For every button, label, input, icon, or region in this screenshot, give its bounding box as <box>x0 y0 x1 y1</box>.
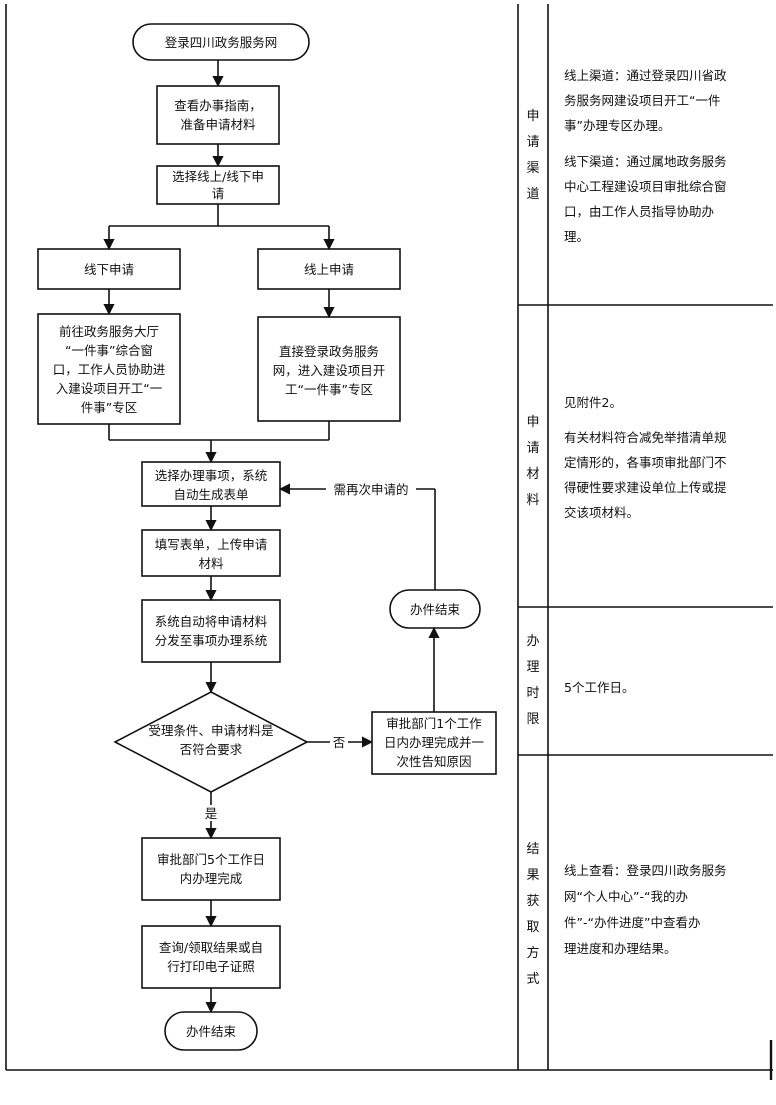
section-text-line: 口，由工作人员指导协助办 <box>564 204 714 219</box>
section-text-line: 线下渠道：通过属地政务服务 <box>564 154 727 169</box>
section-result-method: 结 果 获 取 方 式 线上查看：登录四川政务服务 网“个人中心”-“我的办 件… <box>526 842 726 987</box>
approve-line: 内办理完成 <box>180 871 243 886</box>
section-title-char: 申 <box>526 415 539 430</box>
fill-form-line: 填写表单，上传申请 <box>155 537 268 552</box>
section-text-line: 事”办理专区办理。 <box>564 118 670 133</box>
section-title-char: 式 <box>526 972 539 987</box>
guide-line-1: 查看办事指南， <box>174 98 262 113</box>
choose-line-1: 选择线上/线下申 <box>172 169 264 184</box>
reapply-label-bg <box>326 481 416 497</box>
section-materials: 申 请 材 料 见附件2。 有关材料符合减免举措清单规 定情形的，各事项审批部门… <box>526 395 727 520</box>
choose-line-2: 请 <box>212 186 225 201</box>
approve-line: 审批部门5个工作日 <box>157 852 265 867</box>
choose-channel-box: 选择线上/线下申 请 <box>156 165 280 205</box>
section-text-line: 中心工程建设项目审批综合窗 <box>564 179 727 194</box>
guide-box: 查看办事指南， 准备申请材料 <box>156 85 280 145</box>
section-text-line: 理进度和办理结果。 <box>564 941 677 956</box>
online-desc-line: 工“一件事”专区 <box>285 382 373 397</box>
query-line: 查询/领取结果或自 <box>159 940 263 955</box>
offline-desc-line: 件事”专区 <box>81 400 137 415</box>
query-box: 查询/领取结果或自 行打印电子证照 <box>141 925 281 989</box>
section-title-char: 道 <box>526 187 539 202</box>
section-title-char: 获 <box>526 894 539 909</box>
reject-line: 次性告知原因 <box>396 754 471 769</box>
yes-label: 是 <box>205 806 218 821</box>
select-item-line: 选择办理事项，系统 <box>155 468 268 483</box>
section-title-char: 果 <box>526 868 539 883</box>
start-terminal: 登录四川政务服务网 <box>132 23 310 61</box>
reject-line: 日内办理完成并一 <box>384 735 484 750</box>
section-text-line: 网“个人中心”-“我的办 <box>564 889 688 904</box>
section-title-char: 时 <box>526 686 539 701</box>
section-title-char: 办 <box>526 634 539 649</box>
section-apply-channel: 申 请 渠 道 线上渠道：通过登录四川省政 务服务网建设项目开工“一件 事”办理… <box>526 68 727 244</box>
offline-label: 线下申请 <box>84 262 134 277</box>
section-text-line: 见附件2。 <box>564 395 622 410</box>
reject-box: 审批部门1个工作 日内办理完成并一 次性告知原因 <box>371 711 497 775</box>
section-text-line: 有关材料符合减免举措清单规 <box>564 430 727 445</box>
section-title-char: 申 <box>526 109 539 124</box>
guide-line-2: 准备申请材料 <box>180 117 256 132</box>
table-frame <box>5 4 773 1080</box>
online-desc-line: 直接登录政务服务 <box>279 344 379 359</box>
section-text-line: 务服务网建设项目开工“一件 <box>564 93 720 108</box>
offline-desc-line: “一件事”综合窗 <box>65 343 153 358</box>
end-label: 办件结束 <box>186 1024 237 1039</box>
decision-diamond: 受理条件、申请材料是 否符合要求 <box>113 691 309 793</box>
no-label: 否 <box>333 735 346 750</box>
section-text-line: 线上查看：登录四川政务服务 <box>564 863 727 878</box>
offline-desc-line: 入建设项目开工“一 <box>56 381 162 396</box>
approve-box: 审批部门5个工作日 内办理完成 <box>141 837 281 901</box>
decision-line: 受理条件、申请材料是 <box>148 723 274 738</box>
section-title-char: 方 <box>526 945 539 961</box>
yes-label-bg <box>202 805 220 821</box>
fill-form-box: 填写表单，上传申请 材料 <box>141 529 281 577</box>
section-text-line: 得硬性要求建设单位上传或提 <box>564 480 727 495</box>
fill-form-line: 材料 <box>198 556 224 571</box>
end-reject-label: 办件结束 <box>410 602 461 617</box>
section-text-line: 理。 <box>564 229 589 244</box>
online-desc-line: 网，进入建设项目开 <box>273 363 386 378</box>
section-text-line: 线上渠道：通过登录四川省政 <box>564 68 727 83</box>
section-time-limit: 办 理 时 限 5个工作日。 <box>526 634 634 727</box>
distribute-box: 系统自动将申请材料 分发至事项办理系统 <box>141 599 281 663</box>
section-text-line: 5个工作日。 <box>564 680 634 695</box>
distribute-line: 系统自动将申请材料 <box>155 614 268 629</box>
decision-line: 否符合要求 <box>180 742 243 757</box>
reapply-label: 需再次申请的 <box>333 482 408 497</box>
section-title-char: 请 <box>526 441 539 456</box>
end-reject-terminal: 办件结束 <box>389 589 481 629</box>
online-desc-box: 直接登录政务服务 网，进入建设项目开 工“一件事”专区 <box>257 316 401 422</box>
distribute-line: 分发至事项办理系统 <box>155 633 268 648</box>
select-item-box: 选择办理事项，系统 自动生成表单 <box>141 461 281 507</box>
offline-apply-box: 线下申请 <box>37 248 181 290</box>
online-label: 线上申请 <box>304 262 354 277</box>
section-title-char: 材 <box>526 467 539 482</box>
query-line: 行打印电子证照 <box>167 959 255 974</box>
select-item-line: 自动生成表单 <box>173 487 248 502</box>
end-terminal: 办件结束 <box>164 1011 258 1051</box>
offline-desc-box: 前往政务服务大厅 “一件事”综合窗 口，工作人员协助进 入建设项目开工“一 件事… <box>37 313 181 425</box>
section-title-char: 渠 <box>526 161 539 176</box>
section-title-char: 取 <box>526 920 539 935</box>
start-label: 登录四川政务服务网 <box>165 35 278 50</box>
section-text-line: 件”-“办件进度”中查看办 <box>564 915 700 930</box>
offline-desc-line: 前往政务服务大厅 <box>59 324 159 339</box>
section-title-char: 理 <box>526 660 539 675</box>
offline-desc-line: 口，工作人员协助进 <box>53 362 166 377</box>
section-title-char: 请 <box>526 135 539 150</box>
section-title-char: 结 <box>526 842 539 857</box>
online-apply-box: 线上申请 <box>257 248 401 290</box>
section-text-line: 定情形的，各事项审批部门不 <box>564 455 727 470</box>
section-text-line: 交该项材料。 <box>564 505 639 520</box>
reject-line: 审批部门1个工作 <box>386 716 482 731</box>
section-title-char: 料 <box>526 493 539 508</box>
section-title-char: 限 <box>526 712 539 727</box>
no-label-bg <box>330 734 348 750</box>
